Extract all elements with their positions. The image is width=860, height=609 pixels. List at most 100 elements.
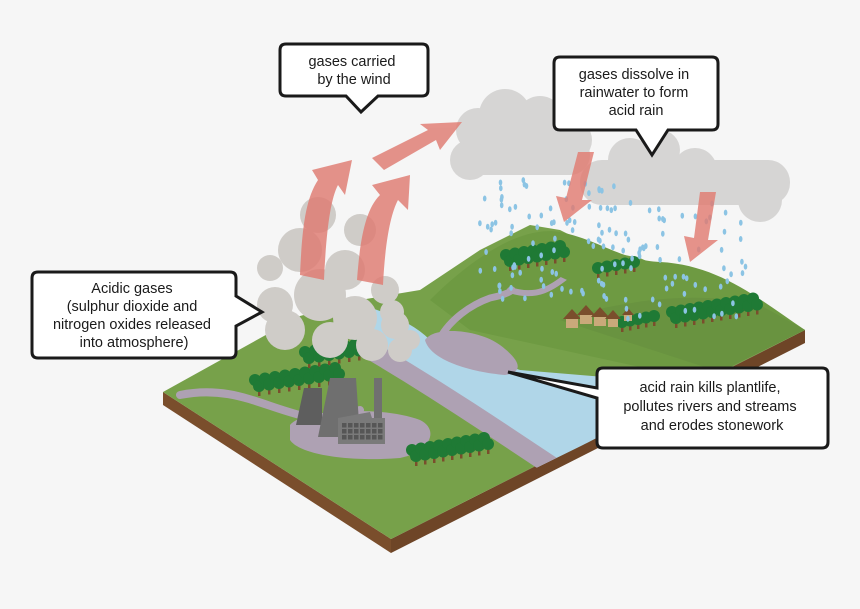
rain-drop [614, 230, 618, 237]
window [342, 423, 347, 428]
svg-text:Acidic gases (sulphur di: Acidic gases (sulphur dioxide and nitrog… [53, 281, 215, 351]
rain-drop [587, 190, 591, 197]
tree-canopy [333, 368, 345, 380]
rain-drop [570, 227, 575, 234]
rain-drop [560, 285, 564, 292]
rain-drop [720, 310, 724, 317]
tree-canopy [601, 260, 613, 273]
callout-line: gases dissolve in [579, 67, 689, 83]
rain-drop [681, 273, 686, 280]
rain-drop [478, 267, 483, 274]
rain-drop [572, 219, 577, 225]
rain-drop [539, 252, 543, 259]
window [378, 435, 383, 440]
rain-drop [613, 205, 617, 212]
rain-drop [531, 240, 535, 247]
rain-drop [552, 247, 556, 254]
rain-drop [478, 220, 482, 227]
rain-drop [569, 288, 573, 295]
rain-drop [493, 219, 498, 226]
rain-drop [599, 280, 604, 287]
rain-drop [637, 253, 642, 260]
rain-drop [512, 262, 517, 269]
rain-drop [490, 221, 495, 228]
house [563, 309, 581, 328]
rain-drop [621, 260, 625, 267]
callout-line: acid rain kills plantlife, [639, 380, 780, 396]
river-bank-road [360, 345, 560, 470]
arrow-up-right [357, 175, 410, 285]
rain-drop [719, 246, 724, 253]
rain-drop [693, 213, 698, 220]
rain-drop [664, 285, 669, 292]
rain-drop [718, 283, 723, 290]
smoke-puff [265, 310, 305, 350]
rain-drop [523, 295, 527, 302]
smoke-puff [356, 329, 388, 361]
house [605, 310, 621, 327]
rain-drop [482, 195, 487, 202]
rain-drop [626, 315, 630, 322]
svg-text:gases dissolve in rainwa: gases dissolve in rainwater to form acid… [579, 67, 693, 119]
rain-drop [587, 203, 592, 210]
smoke-puff [325, 250, 365, 290]
rain-drop [630, 255, 634, 262]
rain-drop [539, 212, 544, 219]
rain-drop [510, 223, 514, 230]
rain-drop [655, 244, 660, 250]
rain-drop [743, 263, 748, 270]
rain-drop [738, 236, 743, 242]
rain-drop [598, 204, 603, 211]
window [372, 429, 377, 434]
callout-line: Acidic gases [91, 281, 172, 297]
window [348, 423, 353, 428]
callout-line: rainwater to form [580, 85, 689, 101]
rain-drop [670, 280, 675, 287]
rain-drop [600, 265, 604, 272]
rain-drop [498, 179, 503, 186]
smoke-puff [333, 296, 377, 340]
rain-drop [596, 236, 601, 243]
rain-drop [613, 261, 617, 268]
rain-drop [552, 219, 556, 226]
rain-drop [623, 296, 628, 303]
rain-drop [540, 265, 544, 272]
callout-line: and erodes stonework [641, 418, 784, 434]
rain-drop [497, 282, 502, 289]
rain-drop [740, 258, 744, 265]
callout-line: pollutes rivers and streams [623, 399, 796, 415]
rain-drop [680, 212, 685, 219]
rain-drop [658, 256, 662, 263]
rain-drop [628, 199, 633, 206]
window [372, 423, 377, 428]
callout-line: by the wind [317, 72, 390, 88]
rain-drop [657, 206, 661, 213]
rain-drop [499, 185, 503, 192]
callout-acidic-gases: Acidic gases (sulphur dioxide and nitrog… [30, 270, 266, 360]
rain-drop [601, 243, 606, 250]
svg-text:acid rain kills plantlife,: acid rain kills plantlife, pollutes rive… [623, 380, 800, 434]
callout-bubble [278, 42, 430, 115]
rain-drop [535, 224, 539, 231]
rain-drop [684, 275, 689, 282]
rain-drop [629, 265, 633, 272]
rain-drop [597, 187, 602, 194]
gas-flow-arrows [300, 122, 718, 285]
window [366, 423, 371, 428]
tree [482, 438, 494, 454]
rain-drop [693, 281, 698, 288]
rain-drop [500, 194, 504, 200]
rain-drop [527, 213, 531, 220]
rain-drop [513, 203, 518, 210]
rain-drop [591, 243, 596, 249]
callout-line: into atmosphere) [80, 335, 189, 351]
window [342, 435, 347, 440]
rain-drop [586, 238, 591, 245]
window [372, 435, 377, 440]
arrow-up-left [300, 160, 352, 280]
village [563, 305, 634, 328]
callout-wind: gases carried by the wind [278, 42, 430, 115]
cooling-tower-back [296, 388, 322, 425]
power-station [296, 378, 385, 444]
